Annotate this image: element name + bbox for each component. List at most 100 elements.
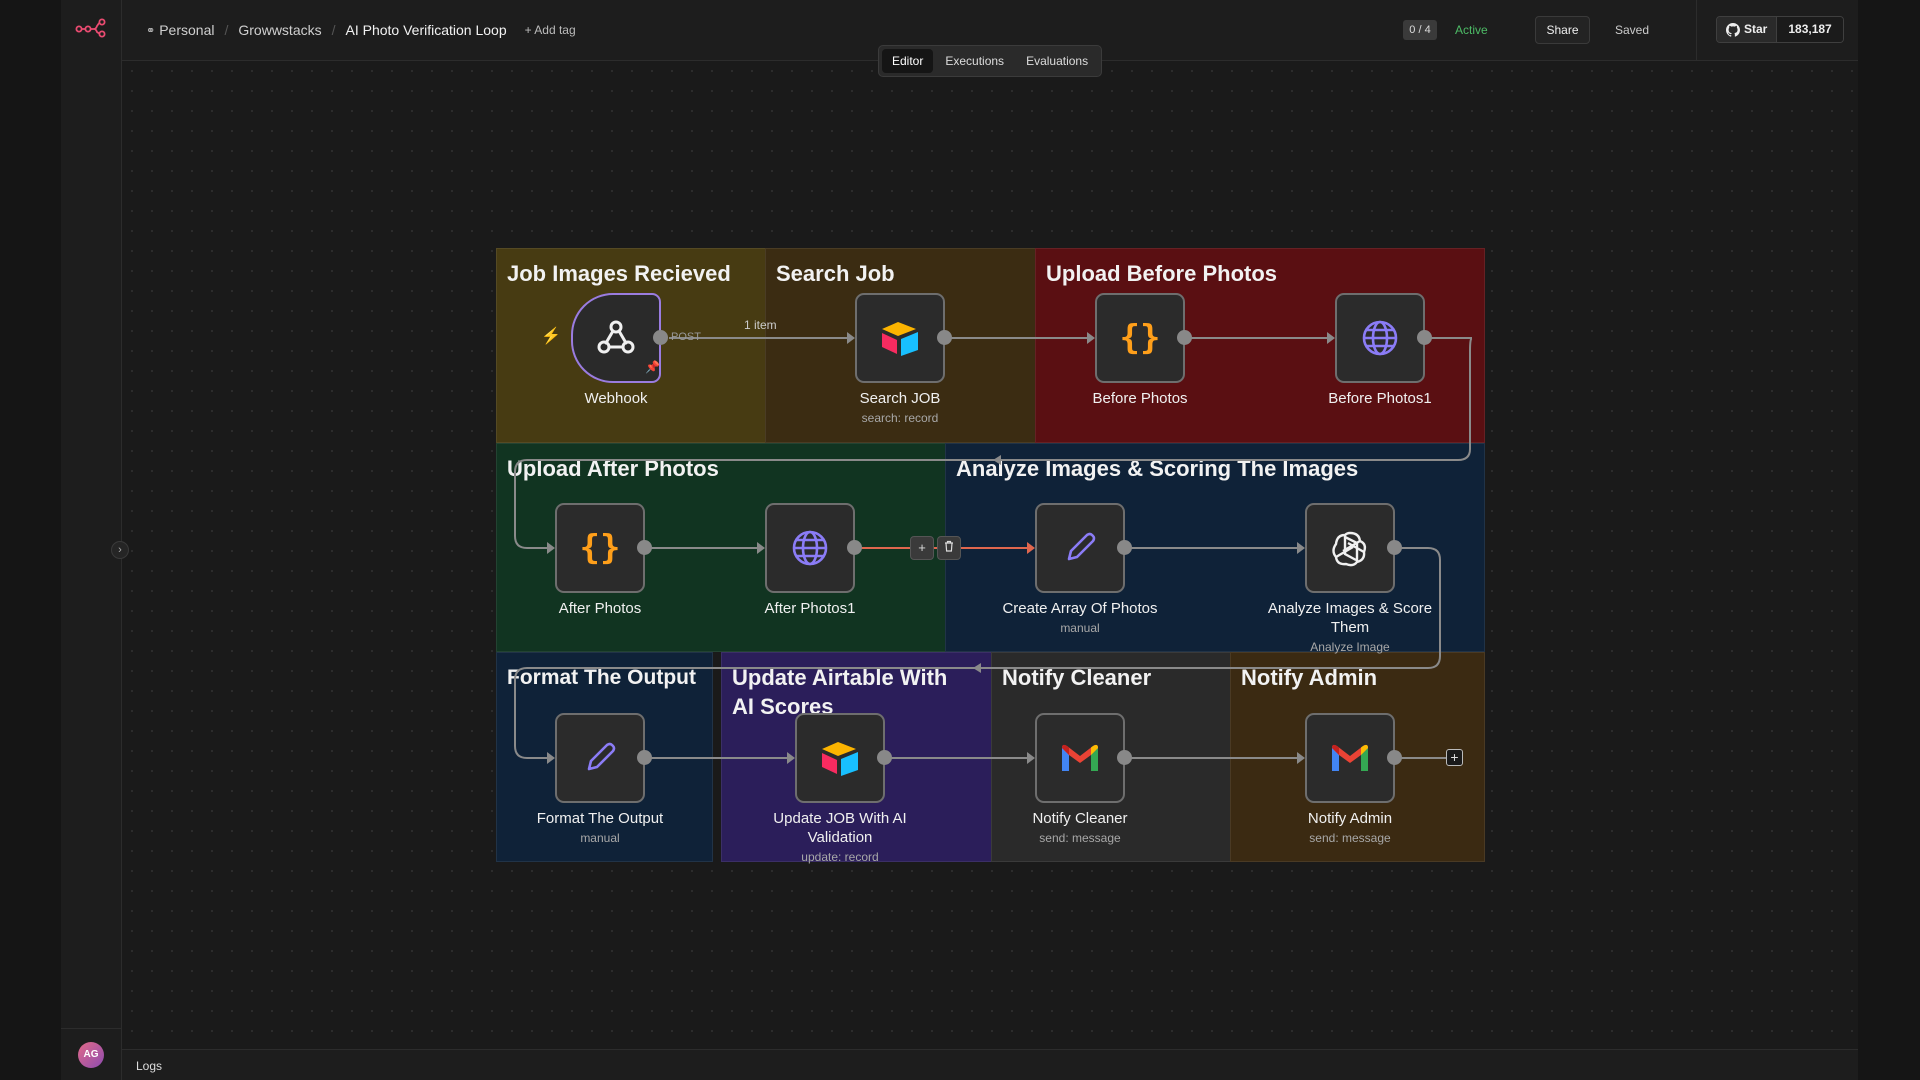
pencil-icon: [587, 742, 616, 771]
breadcrumb-separator: /: [331, 22, 336, 38]
webhook-method-label: POST: [671, 331, 701, 343]
edge-item-count: 1 item: [744, 318, 777, 332]
github-icon: [1726, 22, 1740, 37]
update-job-output-handle[interactable]: [877, 750, 892, 765]
wire-before1-after: [514, 337, 1473, 549]
node-label: Webhook: [584, 390, 648, 407]
node-label: Update JOB With AI Validation: [773, 810, 907, 846]
outer-margin-right: [1858, 0, 1920, 1080]
add-next-node-button[interactable]: +: [1446, 749, 1463, 766]
github-star-label: Star: [1744, 22, 1768, 36]
topbar-divider: [1696, 0, 1697, 61]
node-label: Analyze Images & Score Them: [1267, 600, 1433, 636]
node-analyze-images[interactable]: [1305, 503, 1395, 593]
node-notify-cleaner[interactable]: [1035, 713, 1125, 803]
before-photos-output-handle[interactable]: [1177, 330, 1192, 345]
edge-toolbar: +: [910, 536, 961, 560]
node-before-photos1[interactable]: [1335, 293, 1425, 383]
outer-margin-left: [0, 0, 61, 1080]
node-label: Create Array Of Photos: [1002, 600, 1158, 617]
node-subtitle: manual: [1060, 621, 1100, 635]
notify-admin-output-handle[interactable]: [1387, 750, 1402, 765]
edge-delete-button[interactable]: [937, 536, 961, 560]
logs-label[interactable]: Logs: [136, 1059, 163, 1073]
create-array-output-handle[interactable]: [1117, 540, 1132, 555]
pencil-icon: [1067, 532, 1096, 561]
person-icon: ⚭: [146, 24, 156, 37]
breadcrumb-separator: /: [224, 22, 229, 38]
after-photos1-output-handle[interactable]: [847, 540, 862, 555]
code-icon: {}: [1119, 318, 1161, 358]
node-before-photos[interactable]: {}: [1095, 293, 1185, 383]
analyze-output-handle[interactable]: [1387, 540, 1402, 555]
webhook-output-handle[interactable]: [653, 330, 668, 345]
node-subtitle: manual: [580, 831, 620, 845]
node-label: Notify Cleaner: [1032, 810, 1128, 827]
sticky-title: Job Images Recieved: [507, 261, 731, 286]
sticky-title: Upload Before Photos: [1046, 261, 1278, 286]
globe-icon: [1362, 320, 1398, 356]
github-star-button[interactable]: Star 183,187: [1716, 16, 1844, 43]
after-photos-output-handle[interactable]: [637, 540, 652, 555]
breadcrumb-owner[interactable]: Personal: [159, 22, 215, 38]
format-output-handle[interactable]: [637, 750, 652, 765]
trash-icon: [945, 540, 953, 552]
node-subtitle: send: message: [1039, 831, 1121, 845]
node-notify-admin[interactable]: [1305, 713, 1395, 803]
node-label: Format The Output: [536, 810, 664, 827]
sticky-title: Notify Admin: [1241, 665, 1378, 690]
node-search-job[interactable]: [855, 293, 945, 383]
node-label: After Photos1: [764, 600, 856, 617]
webhook-icon: [597, 320, 635, 354]
node-subtitle: Analyze Image: [1310, 640, 1390, 654]
search-job-output-handle[interactable]: [937, 330, 952, 345]
node-create-array-of-photos[interactable]: [1035, 503, 1125, 593]
node-webhook[interactable]: [571, 293, 661, 383]
sticky-title: Notify Cleaner: [1002, 665, 1152, 690]
view-tabs: Editor Executions Evaluations: [878, 45, 1103, 77]
node-format-output[interactable]: [555, 713, 645, 803]
gmail-icon: [1062, 744, 1098, 771]
workflow-canvas[interactable]: Job Images Recieved Search Job Upload Be…: [122, 61, 1858, 1049]
notify-cleaner-output-handle[interactable]: [1117, 750, 1132, 765]
tab-executions[interactable]: Executions: [945, 54, 1005, 68]
code-icon: {}: [579, 528, 621, 568]
sticky-title: Format The Output: [507, 666, 696, 689]
active-toggle-label[interactable]: Active: [1455, 23, 1488, 37]
github-star[interactable]: Star: [1717, 17, 1778, 42]
left-sidebar: [61, 0, 122, 1080]
node-label: Search JOB: [859, 390, 941, 407]
edge-add-node-button[interactable]: +: [910, 536, 934, 560]
breadcrumb-project[interactable]: Growwstacks: [238, 22, 322, 38]
node-label: Before Photos1: [1328, 390, 1432, 407]
avatar[interactable]: AG: [78, 1042, 104, 1068]
node-label: Before Photos: [1092, 390, 1188, 407]
node-subtitle: send: message: [1309, 831, 1391, 845]
node-subtitle: search: record: [861, 411, 939, 425]
sidebar-divider: [61, 1028, 122, 1029]
tab-editor[interactable]: Editor: [882, 49, 934, 73]
node-label: After Photos: [558, 600, 642, 617]
logs-panel-bar[interactable]: Logs: [122, 1049, 1858, 1080]
node-after-photos1[interactable]: [765, 503, 855, 593]
node-after-photos[interactable]: {}: [555, 503, 645, 593]
sticky-title: Update Airtable With AI Scores: [732, 665, 948, 719]
connection-wires: [514, 332, 1473, 764]
before-photos1-output-handle[interactable]: [1417, 330, 1432, 345]
tab-evaluations[interactable]: Evaluations: [1026, 54, 1089, 68]
expand-sidebar-button[interactable]: ›: [111, 541, 129, 559]
node-subtitle: update: record: [801, 850, 879, 864]
trigger-bolt-icon: ⚡: [541, 328, 561, 345]
add-tag-button[interactable]: + Add tag: [524, 23, 576, 37]
n8n-logo-icon[interactable]: [75, 18, 107, 38]
node-update-job[interactable]: [795, 713, 885, 803]
pinned-data-icon: 📌: [645, 360, 660, 374]
airtable-icon: [882, 322, 918, 356]
workflow-name[interactable]: AI Photo Verification Loop: [345, 22, 507, 38]
globe-icon: [792, 530, 828, 566]
share-button[interactable]: Share: [1535, 16, 1590, 44]
breadcrumb: ⚭ Personal / Growwstacks / AI Photo Veri…: [146, 22, 576, 38]
sticky-title: Search Job: [776, 261, 895, 286]
production-checklist-counter[interactable]: 0 / 4: [1403, 20, 1437, 40]
